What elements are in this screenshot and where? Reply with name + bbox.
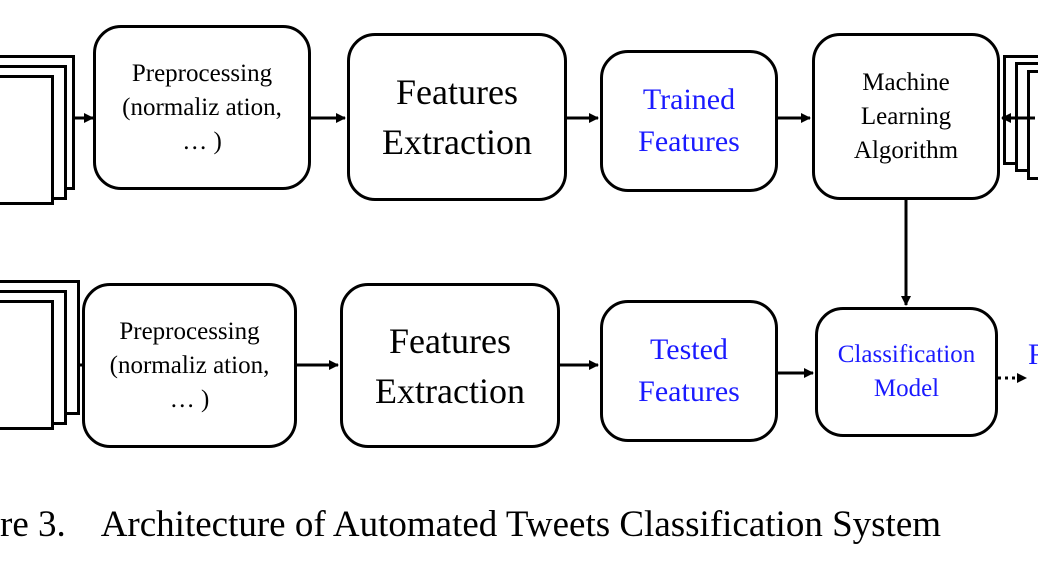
features-extraction-box-bottom: Features Extraction <box>340 283 560 448</box>
classification-model-box: Classification Model <box>815 307 998 437</box>
tested-features-label: Tested Features <box>638 333 740 408</box>
preprocessing-label-top: Preprocessing (normaliz ation, … ) <box>122 59 282 155</box>
classification-model-label: Classification Model <box>837 341 976 402</box>
preprocessing-box-bottom: Preprocessing (normaliz ation, … ) <box>82 283 297 448</box>
ml-algorithm-box: Machine Learning Algorithm <box>812 33 1000 200</box>
figure-caption: re 3. Architecture of Automated Tweets C… <box>0 504 942 545</box>
preprocessing-label-bottom: Preprocessing (normaliz ation, … ) <box>109 317 270 413</box>
ml-algorithm-label: Machine Learning Algorithm <box>853 68 959 164</box>
features-extraction-label-top: Features Extraction <box>382 72 532 162</box>
tested-features-box: Tested Features <box>600 300 778 442</box>
features-extraction-label-bottom: Features Extraction <box>375 320 525 411</box>
preprocessing-box-top: Preprocessing (normaliz ation, … ) <box>93 25 311 190</box>
trained-features-label: Trained Features <box>638 83 740 158</box>
features-extraction-box-top: Features Extraction <box>347 33 567 201</box>
trained-features-box: Trained Features <box>600 50 778 192</box>
output-label-partial: R <box>1028 338 1038 372</box>
